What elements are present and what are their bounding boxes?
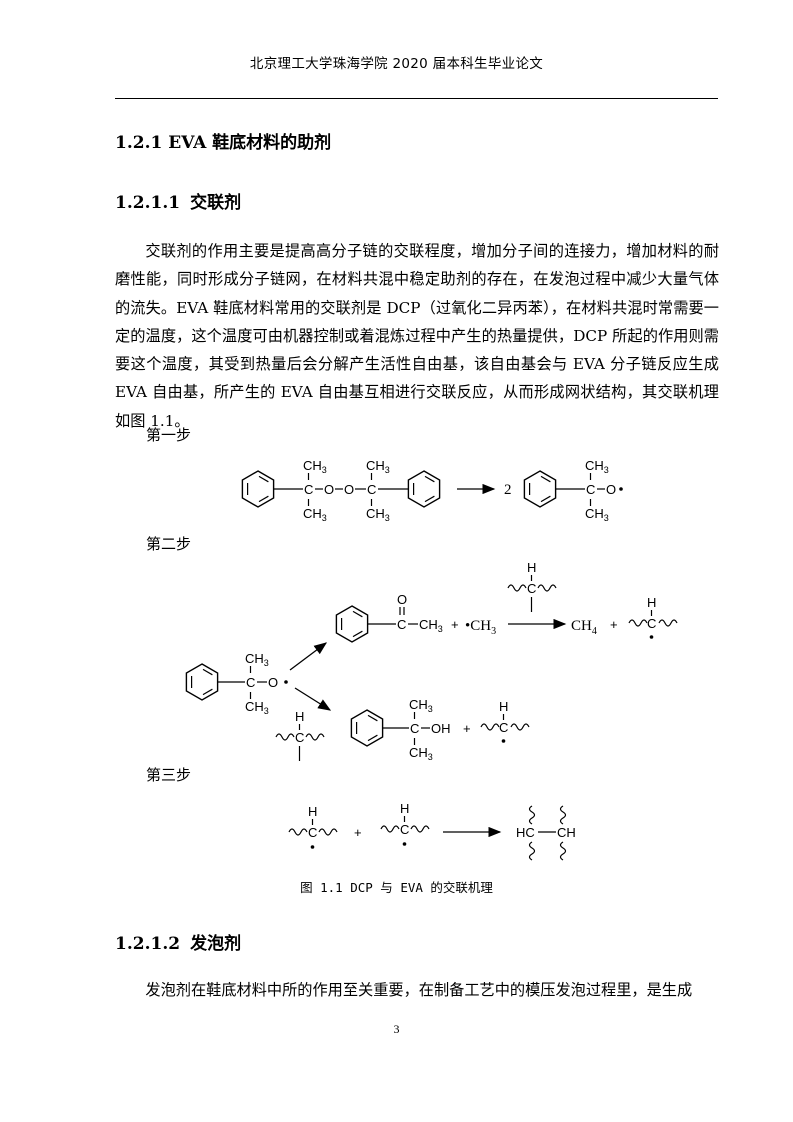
coefficient: 2: [504, 482, 512, 498]
atom-c: C: [527, 581, 536, 596]
step1-reaction: C CH3 CH3 O O C CH3 CH3 2 C CH3 CH3 O: [241, 458, 623, 523]
atom-c: C: [246, 675, 255, 690]
atom-c: C: [295, 730, 304, 745]
atom-o: O: [324, 482, 334, 497]
subsection-heading-1-2-1-1: 1.2.1.1 交联剂: [115, 188, 241, 213]
plus-sign: +: [610, 617, 618, 632]
step2-reaction: C CH3 CH3 O C O CH3 + •CH3 H C CH4 + H C: [185, 560, 678, 762]
atom-c: C: [400, 822, 409, 837]
atom-o: O: [397, 592, 407, 607]
subsection-number: 1.2.1.2: [115, 934, 181, 954]
subsection-number: 1.2.1.1: [115, 193, 181, 213]
section-title: EVA 鞋底材料的助剂: [168, 133, 332, 153]
paragraph-foaming-agent: 发泡剂在鞋底材料中所的作用至关重要，在制备工艺中的模压发泡过程里，是生成: [145, 981, 693, 999]
methyl-label: CH3: [245, 651, 269, 668]
atom-c: C: [308, 825, 317, 840]
benzene-ring-icon: [523, 470, 557, 508]
methyl-label: CH3: [419, 617, 443, 634]
methyl-label: CH3: [585, 458, 609, 475]
radical-dot: [619, 487, 623, 491]
paragraph-crosslinker: 交联剂的作用主要是提高高分子链的交联程度，增加分子间的连接力，增加材料的耐磨性能…: [115, 242, 719, 430]
radical-dot: [649, 635, 654, 639]
radical-dot: [284, 680, 288, 684]
page-header: 北京理工大学珠海学院 2020 届本科生毕业论文: [249, 56, 544, 72]
methane: CH4: [571, 618, 597, 637]
atom-h: H: [499, 699, 508, 714]
upper-branch-arrow: [289, 642, 328, 671]
methyl-label: CH3: [245, 699, 269, 716]
atom-c: C: [499, 720, 508, 735]
step-label-2: 第二步: [146, 535, 192, 553]
methyl-radical: •CH3: [465, 618, 496, 637]
atom-c: C: [397, 617, 406, 632]
hydroxyl: OH: [431, 721, 451, 736]
step-label-3: 第三步: [146, 766, 192, 784]
methyl-label: CH3: [303, 506, 327, 523]
methyl-label: CH3: [409, 745, 433, 762]
section-heading-1-2-1: 1.2.1 EVA 鞋底材料的助剂: [115, 128, 331, 153]
atom-c: C: [586, 482, 595, 497]
atom-hc: HC: [516, 825, 535, 840]
step3-reaction: H C + H C HC CH: [288, 801, 576, 861]
radical-dot: [402, 842, 407, 846]
atom-o: O: [606, 482, 616, 497]
radical-dot: [310, 845, 315, 849]
atom-h: H: [295, 709, 304, 724]
plus-sign: +: [354, 825, 362, 840]
methyl-label: CH3: [303, 458, 327, 475]
benzene-ring-icon: [335, 605, 369, 643]
benzene-ring-icon: [350, 709, 384, 747]
atom-h: H: [308, 804, 317, 819]
methyl-label: CH3: [366, 458, 390, 475]
plus-sign: +: [451, 617, 459, 632]
benzene-ring-icon: [407, 470, 441, 508]
methyl-label: CH3: [366, 506, 390, 523]
benzene-ring-icon: [185, 663, 219, 701]
benzene-ring-icon: [241, 470, 275, 508]
header-rule: [115, 98, 718, 99]
lower-branch-arrow: [294, 687, 332, 711]
methyl-label: CH3: [409, 697, 433, 714]
atom-h: H: [400, 801, 409, 816]
subsection-title: 发泡剂: [190, 934, 242, 954]
atom-c: C: [367, 482, 376, 497]
atom-o: O: [344, 482, 354, 497]
plus-sign: +: [463, 721, 471, 736]
methyl-label: CH3: [585, 506, 609, 523]
atom-c: C: [304, 482, 313, 497]
step-label-1: 第一步: [146, 426, 192, 444]
subsection-title: 交联剂: [190, 193, 242, 213]
section-number: 1.2.1: [115, 133, 163, 153]
atom-h: H: [527, 560, 536, 575]
atom-c: C: [647, 616, 656, 631]
atom-c: C: [410, 721, 419, 736]
figure-caption: 图 1.1 DCP 与 EVA 的交联机理: [300, 880, 493, 895]
atom-h: H: [647, 595, 656, 610]
atom-ch: CH: [557, 825, 576, 840]
radical-dot: [501, 739, 506, 743]
page-number: 3: [393, 1022, 400, 1036]
subsection-heading-1-2-1-2: 1.2.1.2 发泡剂: [115, 929, 241, 954]
atom-o: O: [268, 675, 278, 690]
